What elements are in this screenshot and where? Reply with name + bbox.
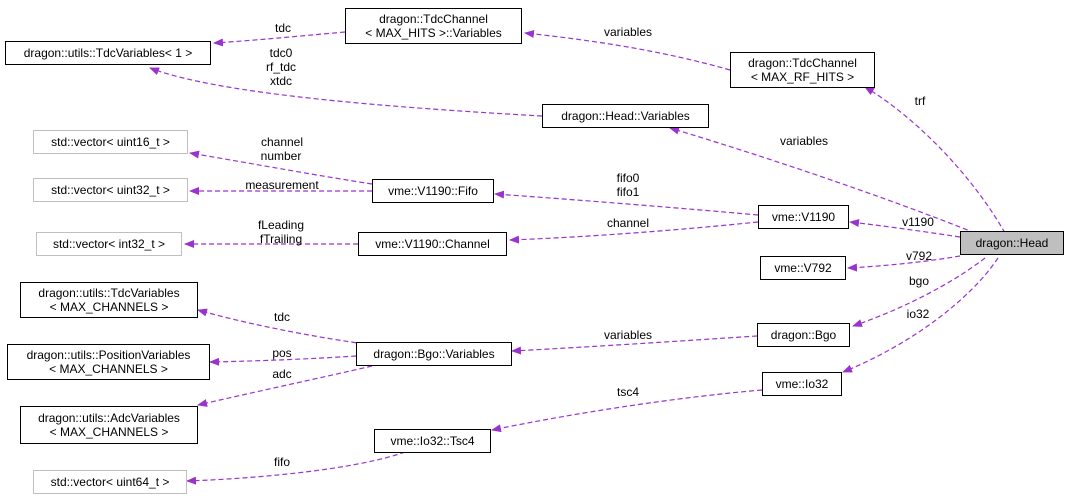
edge-pos: [209, 355, 357, 366]
edge-label-variables-tdc-channel: variables: [603, 25, 653, 39]
edge-bgo: [852, 257, 986, 327]
edge-adc: [197, 365, 373, 407]
edge-variables-bgo: [511, 335, 758, 355]
node-bgo-variables[interactable]: dragon::Bgo::Variables: [356, 342, 512, 366]
edge-label-tsc4: tsc4: [616, 385, 640, 399]
edge-tdc: [213, 31, 346, 47]
edge-label-number: number: [260, 149, 302, 163]
edge-label-measurement: measurement: [245, 178, 319, 192]
edge-label-tdc-bgo: tdc: [273, 310, 291, 324]
edge-label-channel: channel: [260, 135, 304, 149]
edge-label-pos: pos: [272, 346, 292, 360]
node-vector-uint16[interactable]: std::vector< uint16_t >: [33, 130, 188, 154]
node-adc-variables-max-channels[interactable]: dragon::utils::AdcVariables< MAX_CHANNEL…: [20, 406, 198, 444]
edge-label-adc: adc: [272, 367, 292, 381]
edge-channel-number: [189, 150, 373, 185]
edge-label-trf: trf: [914, 94, 926, 108]
node-tdc-variables-1[interactable]: dragon::utils::TdcVariables< 1 >: [5, 41, 211, 65]
node-v1190-channel[interactable]: vme::V1190::Channel: [358, 232, 507, 256]
edge-variables-head: [669, 126, 976, 234]
edge-label-variables-bgo: variables: [603, 328, 653, 342]
node-tdc-channel-max-hits-variables[interactable]: dragon::TdcChannel< MAX_HITS >::Variable…: [345, 8, 522, 44]
node-vector-uint32[interactable]: std::vector< uint32_t >: [33, 178, 188, 202]
edge-label-variables-head: variables: [779, 134, 829, 148]
node-tdc-channel-max-rf-hits[interactable]: dragon::TdcChannel< MAX_RF_HITS >: [730, 52, 875, 88]
edge-label-channel-v1190: channel: [606, 216, 650, 230]
edge-tdc0-rf-tdc-xtdc: [149, 67, 543, 117]
node-v1190[interactable]: vme::V1190: [758, 205, 849, 229]
edge-fifo0-fifo1: [494, 190, 759, 216]
node-io32[interactable]: vme::Io32: [762, 372, 842, 396]
edge-label-fleading: fLeading: [257, 218, 305, 232]
edge-fifo-tsc4: [186, 451, 406, 485]
edge-label-ftrailing: fTrailing: [259, 232, 303, 246]
edge-tsc4: [491, 389, 763, 433]
edge-trf: [864, 86, 1006, 234]
edge-label-xtdc: xtdc: [269, 74, 293, 88]
node-position-variables-max-channels[interactable]: dragon::utils::PositionVariables< MAX_CH…: [7, 344, 210, 380]
node-v1190-fifo[interactable]: vme::V1190::Fifo: [372, 179, 494, 203]
edge-io32: [842, 257, 999, 373]
node-head-variables[interactable]: dragon::Head::Variables: [542, 104, 709, 128]
edge-label-rf-tdc: rf_tdc: [265, 60, 297, 74]
node-io32-tsc4[interactable]: vme::Io32::Tsc4: [374, 429, 491, 453]
edge-label-tdc: tdc: [274, 21, 292, 35]
edge-label-v792: v792: [905, 249, 933, 263]
node-v792[interactable]: vme::V792: [760, 256, 846, 280]
node-vector-uint64[interactable]: std::vector< uint64_t >: [33, 470, 187, 494]
edge-label-v1190: v1190: [902, 215, 934, 229]
edge-variables-tdc-channel: [524, 29, 731, 71]
node-tdc-variables-max-channels[interactable]: dragon::utils::TdcVariables< MAX_CHANNEL…: [20, 282, 198, 318]
edge-label-fifo-tsc4: fifo: [273, 455, 291, 469]
node-bgo[interactable]: dragon::Bgo: [757, 323, 850, 347]
edge-label-fifo1: fifo1: [616, 185, 640, 199]
edge-v1190: [849, 219, 961, 238]
edge-channel-v1190: [509, 221, 759, 244]
edge-label-bgo: bgo: [908, 274, 930, 288]
edge-tdc-bgo: [197, 308, 373, 346]
node-vector-int32[interactable]: std::vector< int32_t >: [36, 232, 182, 256]
node-dragon-head[interactable]: dragon::Head: [960, 231, 1064, 255]
edge-label-fifo0: fifo0: [616, 171, 640, 185]
edge-label-io32: io32: [906, 307, 930, 321]
edge-label-tdc0: tdc0: [269, 46, 293, 60]
edge-v792: [847, 255, 961, 272]
